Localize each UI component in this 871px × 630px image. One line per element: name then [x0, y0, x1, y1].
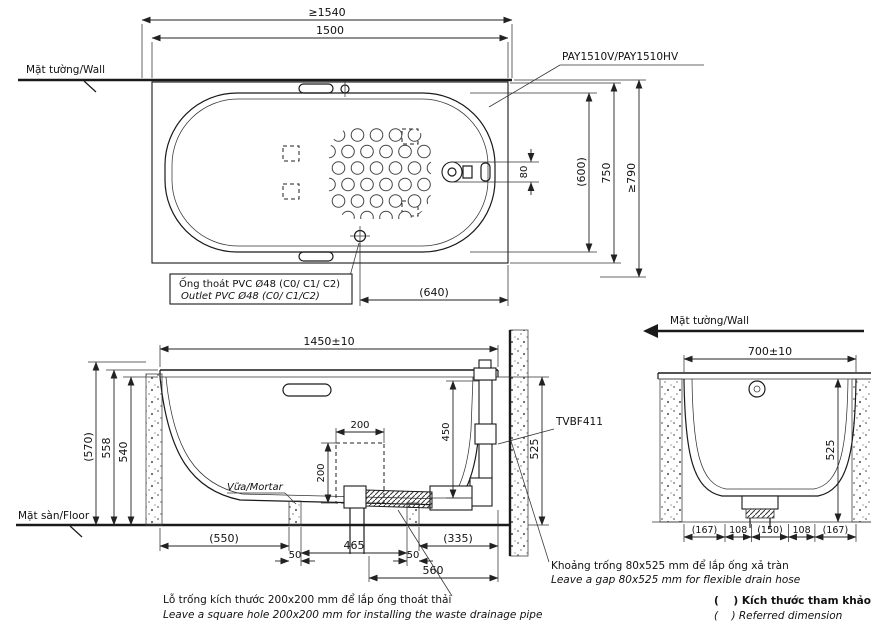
model-label: PAY1510V/PAY1510HV [562, 51, 679, 63]
dim-side-total-height: (570) [82, 432, 95, 462]
dim-plan-overall-length: ≥1540 [308, 6, 345, 19]
floor-label: Mặt sàn/Floor [18, 510, 90, 522]
overflow-fitting [748, 380, 766, 398]
dim-plan-basin-width: (600) [575, 157, 588, 187]
gap-note: Khoảng trống 80x525 mm để lắp ống xả trà… [510, 440, 800, 586]
dim-end-width: 700±10 [748, 345, 792, 358]
dim-side-length: 1450±10 [303, 335, 354, 348]
plan-view: Mặt tường/Wall ≥1540 [18, 6, 704, 306]
tub-shell-profile [159, 376, 482, 506]
dim-plan-length: 1500 [316, 24, 344, 37]
dim-end-seg-1: (167) [692, 525, 718, 536]
side-view: Mặt sàn/Floor Vữa/Mortar [16, 329, 800, 621]
grip-pad [282, 183, 300, 200]
dim-plan-drain-to-end: (640) [419, 286, 449, 299]
outlet-label-vi: Ống thoát PVC Ø48 (C0/ C1/ C2) [179, 276, 340, 290]
anti-slip-dots [329, 127, 431, 219]
dim-side-50a: 50 [289, 550, 302, 561]
valve-leader [497, 428, 555, 445]
dim-side-hole-height: 200 [316, 463, 327, 482]
wall-label-top: Mặt tường/Wall [26, 64, 105, 76]
grab-handle-bottom [298, 251, 334, 262]
grab-handle-top [298, 83, 334, 94]
dim-side-550: (550) [209, 532, 239, 545]
dim-side-335: (335) [443, 532, 473, 545]
drain-assembly-side [343, 359, 497, 554]
overflow-slot [480, 162, 491, 182]
outlet-callout: Ống thoát PVC Ø48 (C0/ C1/ C2) Outlet PV… [169, 242, 360, 305]
flexible-hose [365, 489, 433, 509]
dim-side-hole-width: 200 [350, 420, 369, 431]
dim-end-seg-4: 108 [793, 525, 811, 536]
mortar-bed-left [288, 500, 302, 526]
dim-end-seg-3: (150) [757, 525, 783, 536]
pier-left-end [659, 378, 683, 523]
dim-side-inner-height: 540 [117, 442, 130, 463]
hole-note-en: Leave a square hole 200x200 mm for insta… [163, 609, 542, 621]
wall-arrow [643, 324, 658, 338]
tub-basin-inner [171, 98, 489, 247]
tub-bowl-outer [683, 378, 857, 497]
legend-referred-vi: ( ) Kích thước tham khảo [714, 595, 871, 607]
dim-side-465: 465 [344, 539, 365, 552]
wall-hatch-tick [83, 80, 97, 93]
hole-note-vi: Lỗ trống kích thước 200x200 mm để lắp ốn… [163, 593, 451, 606]
dim-side-50b: 50 [407, 550, 420, 561]
dim-side-rim-height: 558 [100, 438, 113, 459]
dim-end-seg-5: (167) [823, 525, 849, 536]
support-pier-left [145, 373, 163, 526]
dim-plan-width: 750 [600, 163, 613, 184]
dim-plan-drain-size: 80 [519, 166, 530, 179]
dim-side-drain-height: 450 [441, 422, 452, 441]
center-marker-top [340, 81, 350, 97]
grip-pad [282, 145, 300, 162]
wall-section-side [509, 329, 529, 557]
rim-slot [282, 383, 332, 397]
mortar-label: Vữa/Mortar [227, 482, 284, 493]
valve-model-label: TVBF411 [555, 416, 603, 428]
dim-end-seg-2: 108 [729, 525, 747, 536]
wall-label-end: Mặt tường/Wall [670, 315, 749, 327]
dim-plan-overall-width: ≥790 [625, 163, 638, 193]
dim-side-gap-height: 525 [528, 439, 541, 460]
model-leader [488, 64, 561, 108]
gap-note-vi: Khoảng trống 80x525 mm để lắp ống xả trà… [551, 559, 789, 572]
gap-note-en: Leave a gap 80x525 mm for flexible drain… [551, 574, 800, 586]
legend-referred-en: ( ) Referred dimension [714, 610, 842, 622]
outlet-label-en: Outlet PVC Ø48 (C0/ C1/C2) [181, 290, 320, 302]
hole-note: Lỗ trống kích thước 200x200 mm để lắp ốn… [163, 509, 542, 621]
legend: ( ) Kích thước tham khảo ( ) Referred di… [714, 595, 871, 622]
end-view: Mặt tường/Wall 700±10 525 [643, 315, 871, 542]
dim-end-gap-height: 525 [824, 440, 837, 461]
drain-assembly-end [741, 495, 779, 528]
floor-hole-outline [335, 442, 385, 504]
